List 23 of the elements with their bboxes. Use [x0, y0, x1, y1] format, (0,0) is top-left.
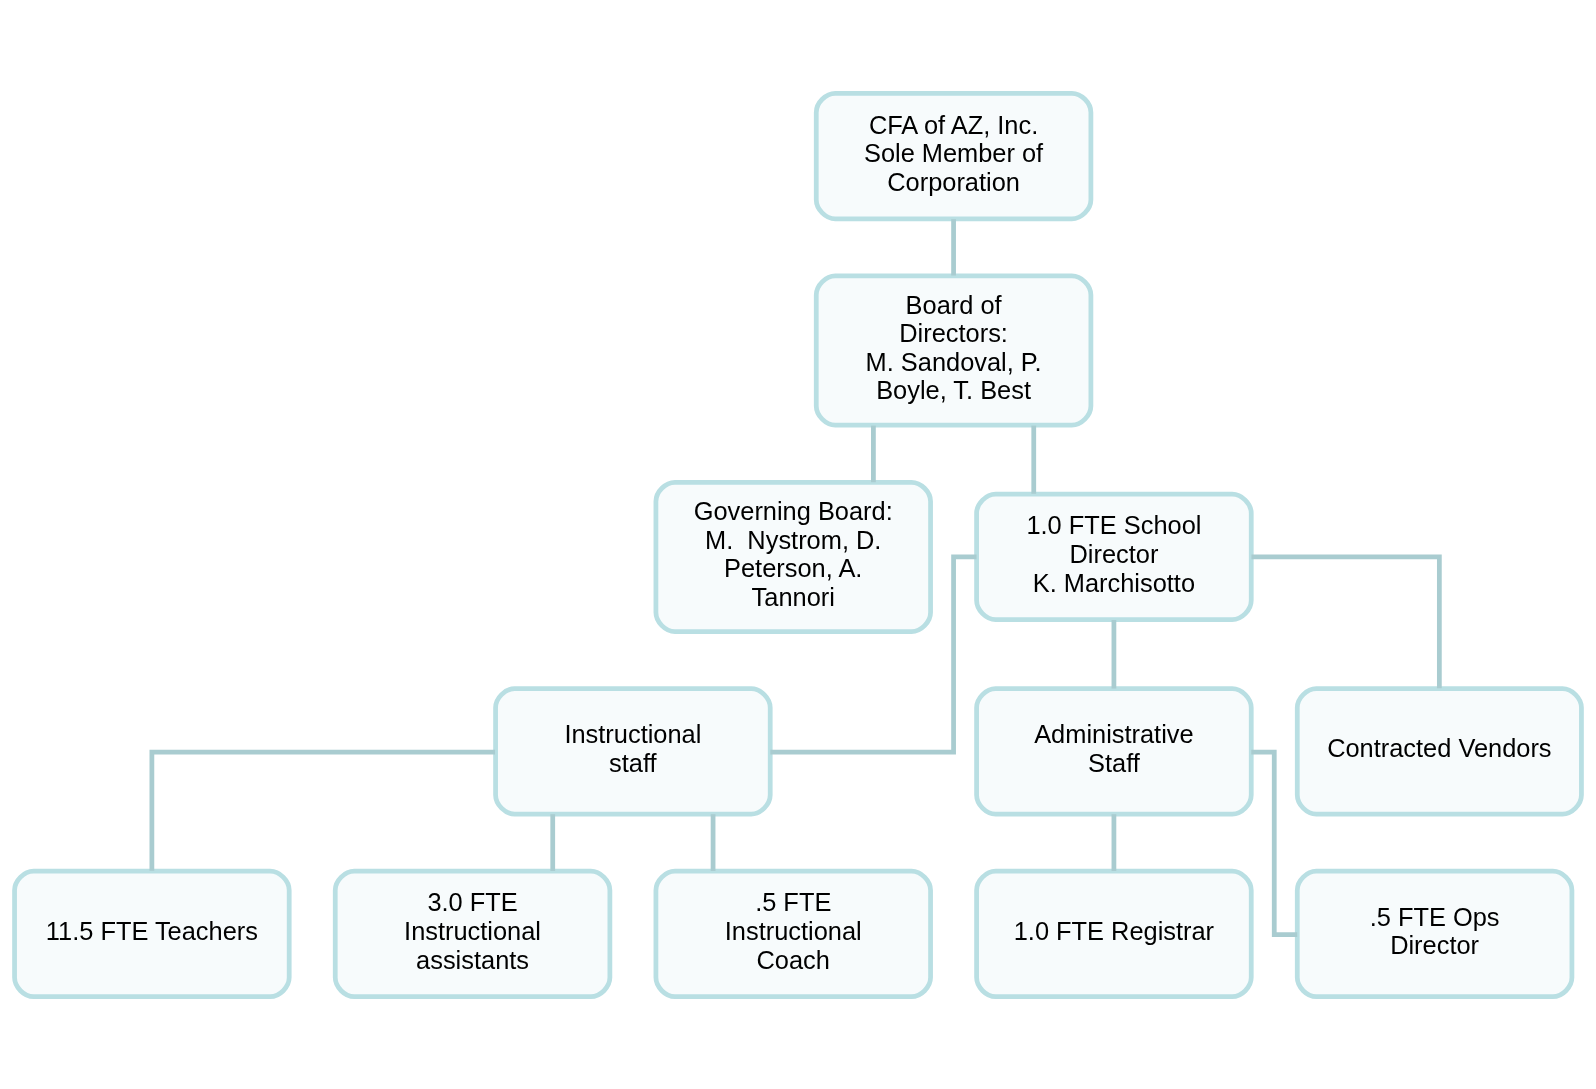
connector — [1111, 813, 1117, 871]
connector — [1251, 554, 1442, 688]
connector — [1031, 425, 1037, 494]
node-box: Board of Directors: M. Sandoval, P. Boyle, T. Best — [813, 273, 1094, 427]
node-box: Contracted Vendors — [1294, 685, 1584, 816]
connector — [770, 554, 977, 755]
connector — [710, 813, 716, 871]
connector — [951, 218, 956, 275]
node-box: 3.0 FTE Instructional assistants — [332, 868, 613, 999]
node-box: CFA of AZ, Inc. Sole Member of Corporation — [813, 90, 1094, 221]
node-box: 1.0 FTE Registrar — [974, 868, 1254, 999]
connector — [550, 813, 556, 871]
node-box: Governing Board: M. Nystrom, D. Peterson, A. Tannori — [653, 479, 933, 634]
connector — [871, 425, 876, 482]
node-box: 1.0 FTE School Director K. Marchisotto — [974, 491, 1254, 622]
connector — [149, 749, 496, 871]
connector — [1251, 749, 1298, 937]
node-box: .5 FTE Instructional Coach — [653, 868, 933, 999]
node-box: .5 FTE Ops Director — [1294, 868, 1575, 999]
node-box: Administrative Staff — [974, 685, 1254, 816]
node-box: Instructional staff — [493, 685, 773, 816]
node-box: 11.5 FTE Teachers — [12, 868, 292, 999]
connector — [1111, 619, 1117, 689]
